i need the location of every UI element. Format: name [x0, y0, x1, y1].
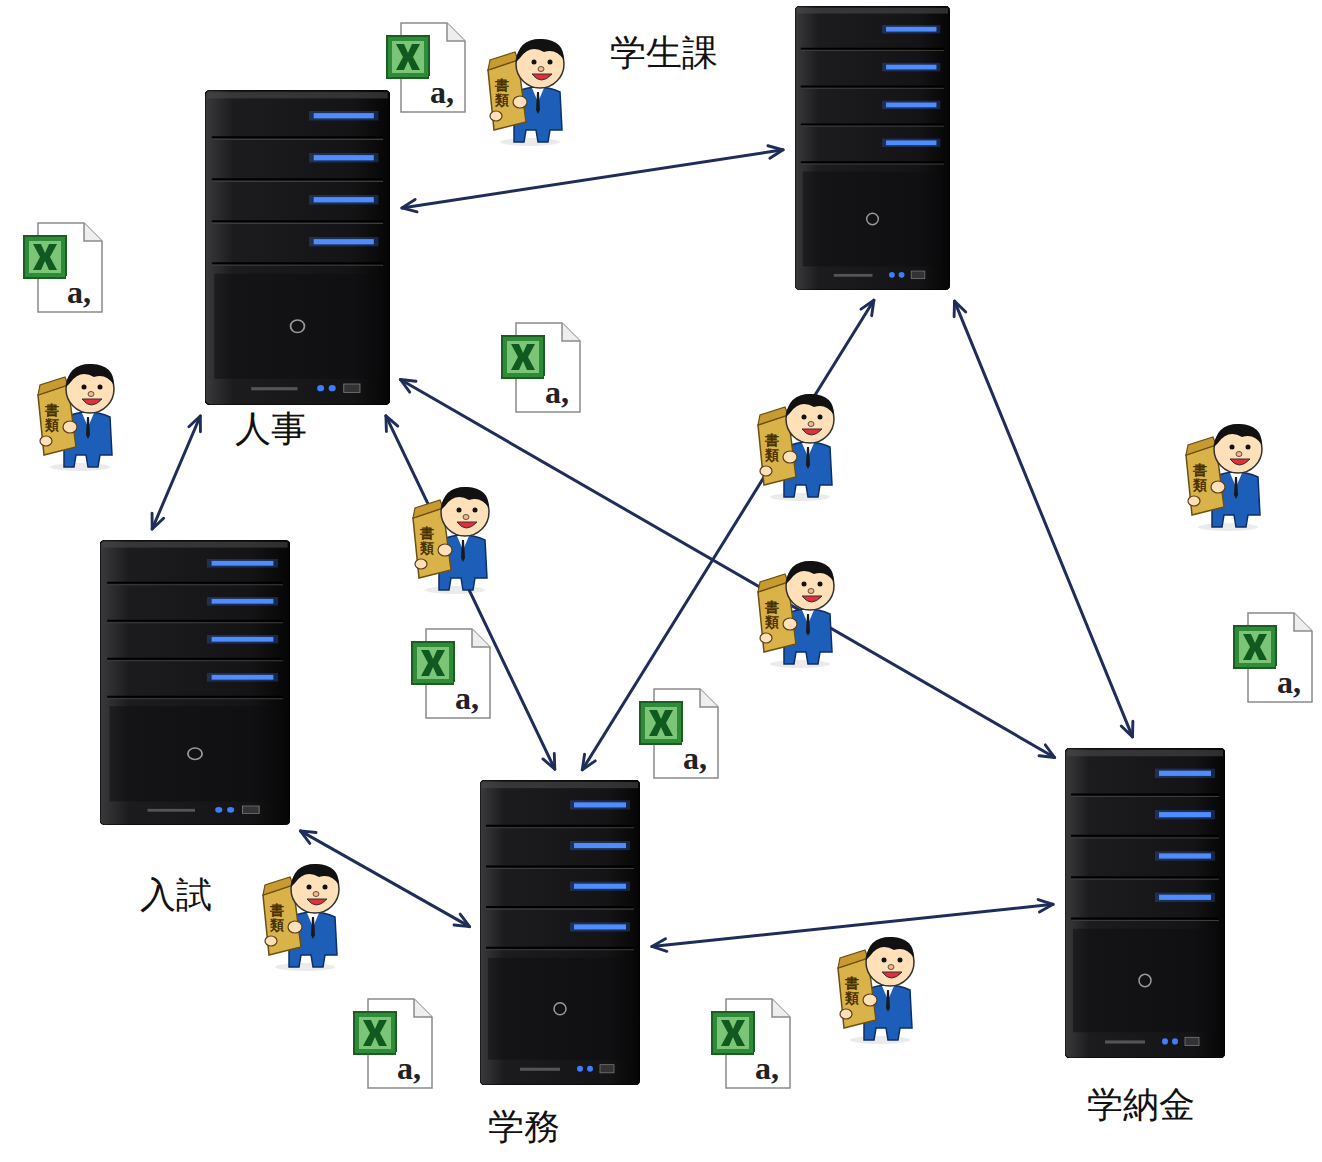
- connector: [386, 416, 555, 769]
- envelope-text: 書類: [765, 433, 779, 464]
- server-node: 学納金: [1065, 748, 1225, 1058]
- envelope-text: 書類: [765, 600, 779, 631]
- envelope-text: 書類: [420, 526, 434, 557]
- server-node: 入試: [100, 540, 290, 825]
- envelope-text: 書類: [1193, 463, 1207, 494]
- file-icon-text: a,: [454, 682, 480, 714]
- server-label: 人事: [235, 408, 307, 449]
- server-node: 人事: [205, 90, 390, 405]
- server-label: 学務: [488, 1106, 560, 1147]
- envelope-text: 書類: [270, 903, 284, 934]
- file-icon-text: a,: [1276, 666, 1302, 698]
- file-icon-text: a,: [66, 276, 92, 308]
- connector: [152, 416, 200, 529]
- envelope-text: 書類: [45, 403, 59, 434]
- connector: [955, 301, 1133, 737]
- connector: [582, 300, 874, 770]
- envelope-text: 書類: [845, 976, 859, 1007]
- file-icon-text: a,: [682, 742, 708, 774]
- envelope-text: 書類: [495, 78, 509, 109]
- connector: [400, 380, 1054, 758]
- server-node: 学務: [480, 780, 640, 1085]
- connector: [652, 904, 1053, 946]
- file-icon-text: a,: [754, 1052, 780, 1084]
- file-icon-text: a,: [544, 376, 570, 408]
- server-label: 学納金: [1087, 1084, 1195, 1125]
- connector: [402, 150, 783, 208]
- file-icon-text: a,: [396, 1052, 422, 1084]
- file-icon-text: a,: [429, 76, 455, 108]
- server-label: 学生課: [610, 32, 718, 73]
- server-label: 入試: [140, 874, 212, 915]
- server-node: 学生課: [795, 6, 950, 290]
